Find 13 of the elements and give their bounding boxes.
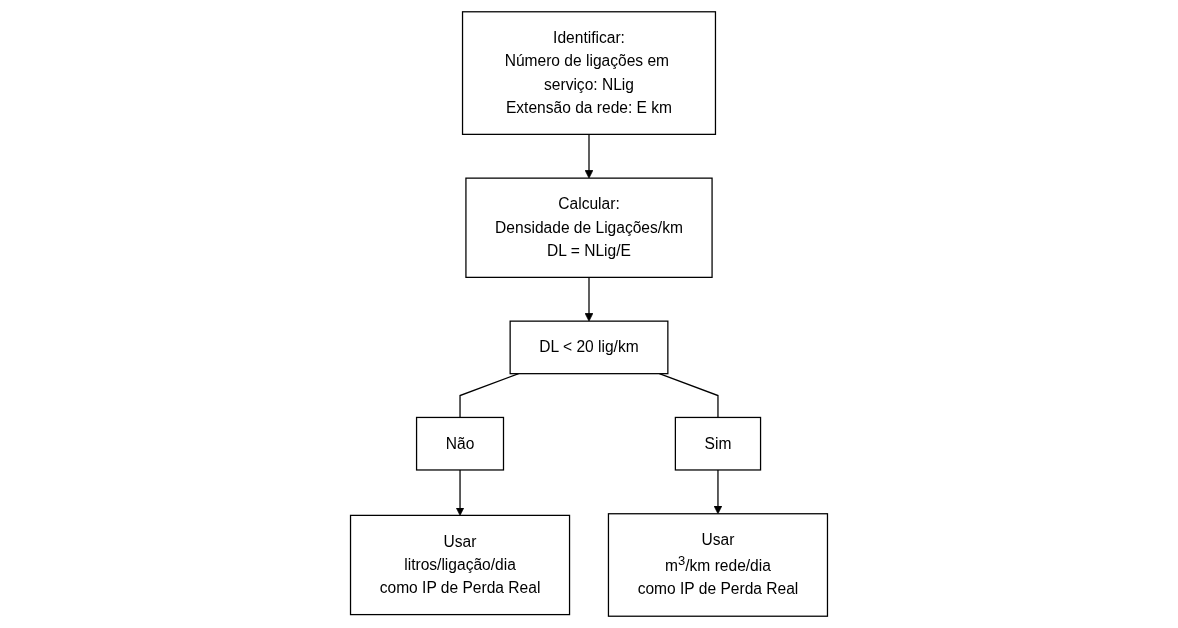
arrow	[584, 133, 594, 179]
node-box: Usar m$^{3}$/km rede/dia como IP de Perda Real	[607, 513, 829, 617]
node-box: Não	[415, 416, 505, 471]
node-box: DL < 20 lig/km	[509, 320, 669, 375]
node-box: Calcular: Densidade de Ligações/km DL = NLig/E	[465, 177, 713, 278]
arrow	[713, 469, 723, 515]
node-box: Sim	[674, 416, 762, 471]
arrow	[455, 469, 465, 516]
node-box: Usar litros/ligação/dia como IP de Perda Real	[349, 514, 571, 616]
connector	[658, 373, 719, 419]
arrow	[584, 276, 594, 322]
node-box: Identificar: Número de ligações em serviço: NLig Extensão da rede: E km	[461, 11, 717, 135]
connector	[459, 373, 520, 419]
